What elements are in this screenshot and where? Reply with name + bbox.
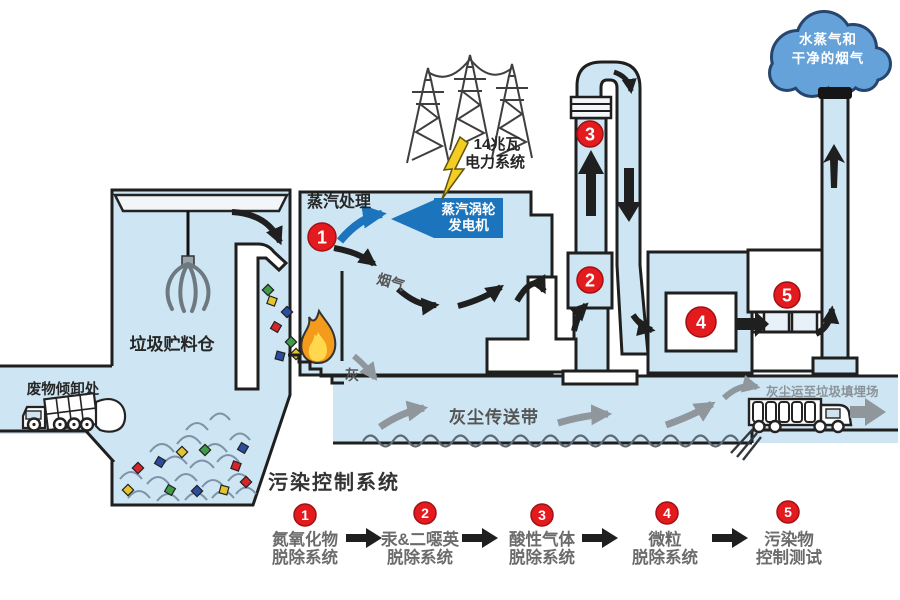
steam-left-arrow-icon — [391, 200, 434, 238]
tower-pedestal — [561, 369, 639, 386]
scrubber-tower — [566, 60, 650, 373]
conveyor-belt — [362, 434, 739, 448]
station-badge-1: 1 — [307, 222, 337, 252]
waste-pile — [119, 412, 257, 502]
conveyor-label: 灰尘传送带 — [449, 407, 539, 427]
legend: 污染控制系统 1 氮氧化物 脱除系统 2 汞&二噁英 脱除系统 3 酸性气体 脱… — [268, 470, 823, 567]
tipping-label: 废物倾卸处 — [27, 380, 100, 398]
clean-gas-cloud-icon: 水蒸气和 干净的烟气 — [768, 10, 892, 98]
falling-waste-bits — [261, 283, 303, 362]
svg-text:脱除系统: 脱除系统 — [632, 547, 699, 567]
grate-steps — [288, 353, 344, 385]
svg-text:脱除系统: 脱除系统 — [509, 547, 576, 567]
legend-item-3: 3 酸性气体 脱除系统 — [509, 503, 576, 567]
turbine-label-line1: 蒸汽涡轮 — [442, 201, 496, 217]
steam-turbine-box — [434, 198, 503, 238]
svg-text:1: 1 — [317, 228, 327, 248]
bunker-label: 垃圾贮料仓 — [130, 334, 216, 354]
svg-text:4: 4 — [696, 313, 706, 333]
svg-text:5: 5 — [782, 286, 792, 306]
ash-flow-arrows — [352, 353, 886, 430]
crane-claw-icon — [165, 211, 211, 313]
svg-text:氮氧化物: 氮氧化物 — [272, 529, 339, 549]
ash-truck-icon — [730, 397, 853, 461]
legend-arrow-1 — [346, 528, 382, 548]
steam-treatment-label: 蒸汽处理 — [307, 192, 371, 211]
svg-text:5: 5 — [784, 504, 792, 520]
svg-text:3: 3 — [585, 125, 595, 145]
station-badge-2: 2 — [576, 266, 604, 294]
ash-label: 灰 — [345, 367, 359, 383]
station-badge-4: 4 — [685, 306, 717, 338]
legend-arrow-3 — [582, 528, 618, 548]
crane-rail-beam — [112, 193, 290, 213]
cloud-label-line2: 干净的烟气 — [792, 50, 865, 66]
svg-text:脱除系统: 脱除系统 — [387, 547, 454, 567]
baghouse-building — [646, 250, 754, 375]
legend-item-4: 4 微粒 脱除系统 — [632, 501, 699, 567]
power-towers-icon — [406, 54, 533, 164]
legend-arrow-4 — [712, 528, 748, 548]
filter-box-4 — [664, 291, 738, 353]
svg-text:2: 2 — [585, 271, 595, 291]
monitoring-station — [746, 248, 825, 373]
svg-text:微粒: 微粒 — [648, 529, 683, 549]
power-label-line2: 电力系统 — [465, 153, 525, 171]
power-label-line1: 14兆瓦 — [474, 136, 521, 153]
legend-title: 污染控制系统 — [268, 470, 400, 494]
cloud-label-line1: 水蒸气和 — [799, 31, 857, 47]
svg-text:3: 3 — [538, 507, 546, 523]
feed-chute — [234, 242, 289, 391]
flue-gas-flow-arrows — [231, 69, 840, 337]
steam-turbine-group: 蒸汽涡轮 发电机 — [336, 198, 503, 244]
fire-icon — [300, 308, 337, 365]
svg-text:汞&二噁英: 汞&二噁英 — [380, 529, 459, 549]
svg-text:4: 4 — [663, 505, 671, 521]
legend-item-1: 1 氮氧化物 脱除系统 — [272, 503, 339, 567]
legend-item-5: 5 污染物 控制测试 — [756, 500, 823, 567]
landfill-label: 灰尘运至垃圾填埋场 — [766, 384, 879, 399]
stack-up-arrow-icon — [823, 144, 845, 188]
svg-text:污染物: 污染物 — [764, 529, 814, 549]
legend-item-2: 2 汞&二噁英 脱除系统 — [380, 501, 459, 567]
svg-text:酸性气体: 酸性气体 — [509, 529, 576, 549]
svg-text:2: 2 — [421, 505, 429, 521]
svg-text:脱除系统: 脱除系统 — [272, 547, 339, 567]
station-badge-5: 5 — [773, 281, 801, 309]
flue-gas-label: 烟气 — [375, 271, 406, 294]
svg-text:控制测试: 控制测试 — [756, 547, 823, 567]
station-badge-3: 3 — [576, 120, 604, 148]
svg-text:1: 1 — [301, 507, 309, 523]
lightning-icon — [441, 135, 469, 200]
turbine-label-line2: 发电机 — [447, 217, 489, 233]
garbage-truck-icon — [21, 391, 127, 433]
legend-arrow-2 — [462, 528, 498, 548]
